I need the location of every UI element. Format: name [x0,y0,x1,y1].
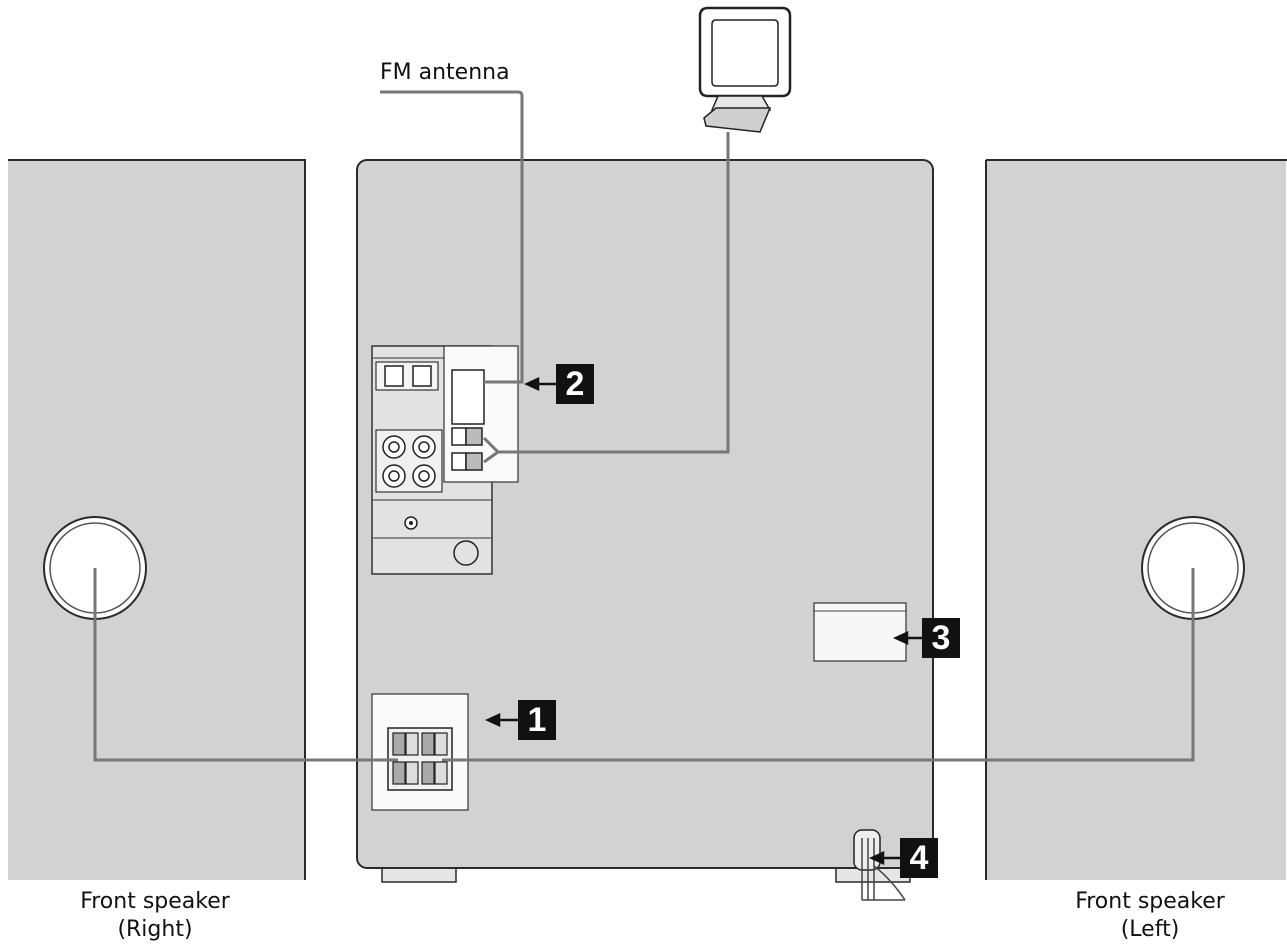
fm-antenna-terminal [451,369,485,425]
front-speaker-left-label: Front speaker (Left) [1055,888,1245,944]
am-antenna-wire [482,132,730,464]
speaker-terminal-block [371,693,469,811]
speaker-left-side: (Left) [1120,917,1180,942]
speaker-right-title: Front speaker [80,889,230,914]
front-speaker-right [8,159,306,880]
main-unit-rear [356,159,934,901]
right-speaker-cable [93,568,398,762]
callout-badge-4: 4 [900,838,938,878]
left-speaker-cable [442,568,1195,762]
callout-badge-1: 1 [518,700,556,740]
digital-jack-1 [384,365,404,387]
fm-antenna-wire [380,90,524,384]
rca-jacks [382,435,436,488]
unit-body [356,159,934,869]
label-plate [813,602,907,662]
am-loop-antenna [698,6,792,133]
callout-badge-3: 3 [922,618,960,658]
antenna-terminal-block [443,345,519,483]
front-speaker-right-label: Front speaker (Right) [60,888,250,944]
front-speaker-left [985,159,1287,880]
power-socket [453,540,479,566]
callout-badge-2: 2 [556,364,594,404]
speaker-right-side: (Right) [117,917,193,942]
cables [93,90,1195,762]
speaker-left-title: Front speaker [1075,889,1225,914]
digital-jack-2 [412,365,432,387]
callout-arrows [484,377,922,865]
fm-antenna-label: FM antenna [380,60,510,85]
